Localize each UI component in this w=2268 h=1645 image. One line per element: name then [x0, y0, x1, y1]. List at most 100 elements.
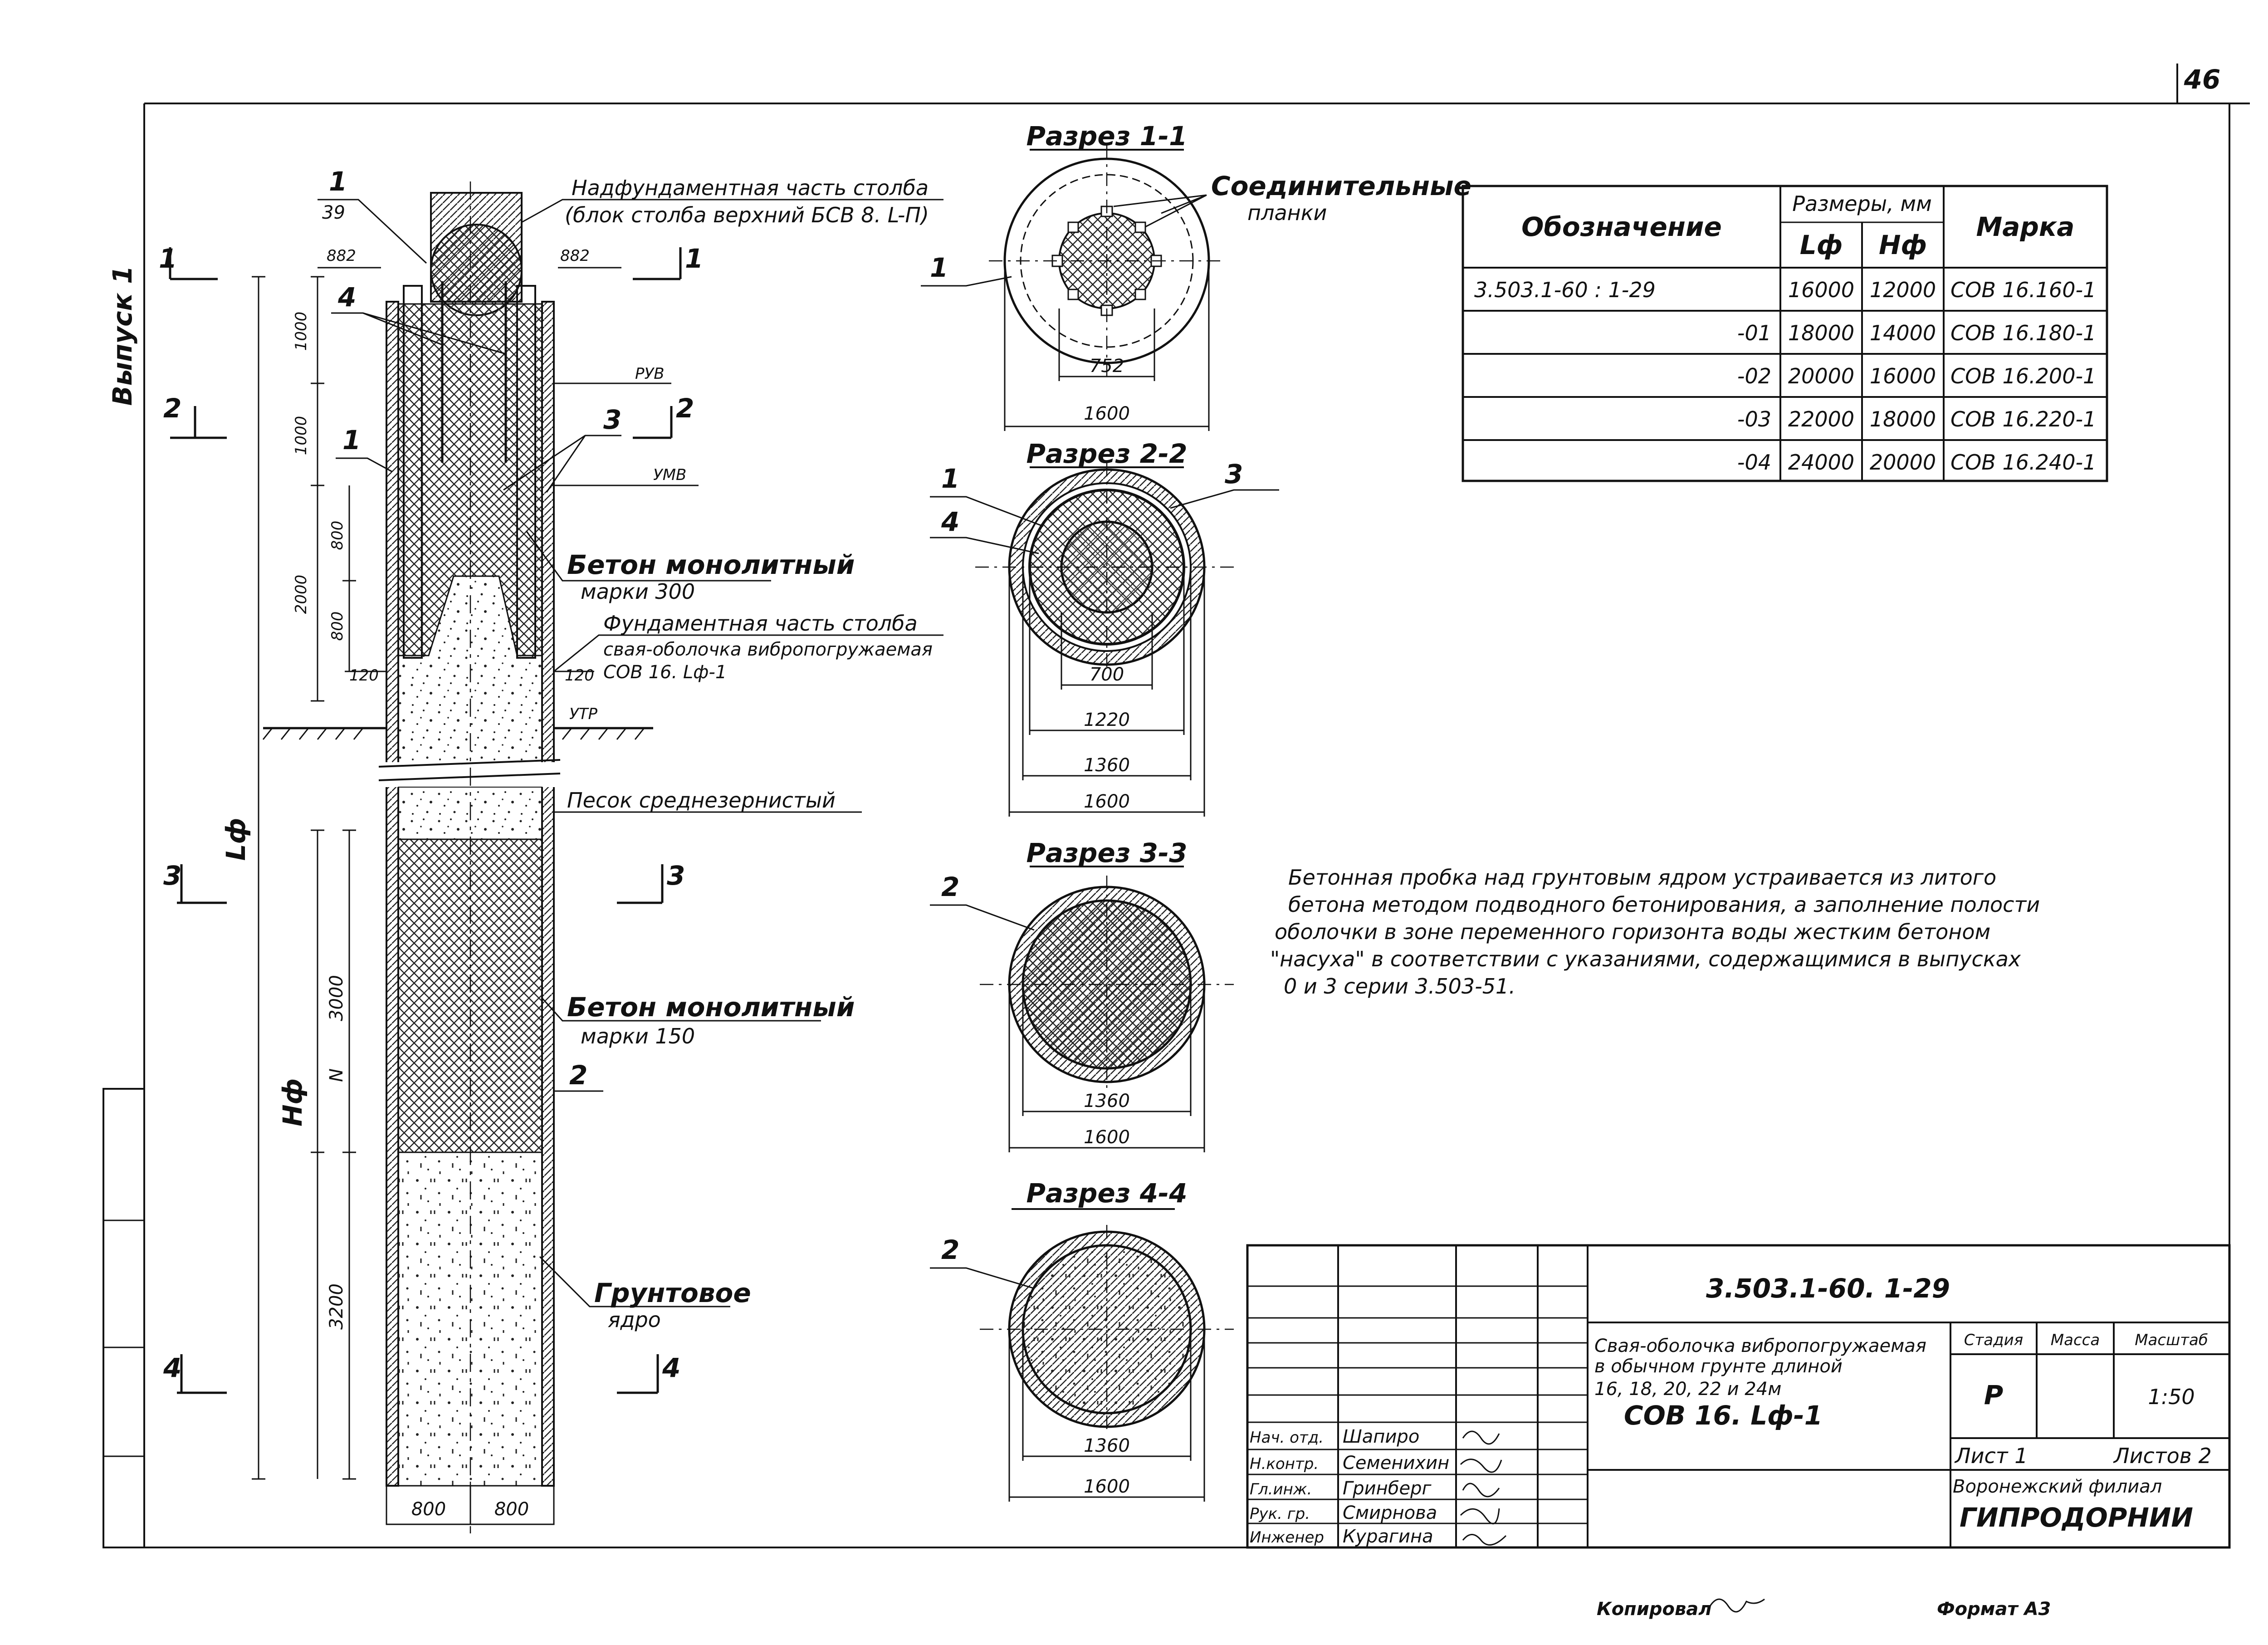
signature-scribbles [1460, 1430, 1507, 1546]
dim-1000-a: 1000 [292, 312, 310, 351]
title-line-3: 16, 18, 20, 22 и 24м [1594, 1379, 1781, 1400]
page-number: 46 [2184, 64, 2221, 95]
footer-format: Формат А3 [1937, 1599, 2051, 1620]
level-utr: УТР [569, 705, 597, 723]
shell-right-wall [541, 301, 555, 1487]
staff-role: Н.контр. [1250, 1455, 1319, 1473]
label-sand: Песок среднезернистый [567, 788, 836, 813]
svg-text:20000: 20000 [1788, 364, 1854, 388]
table-row: -02 20000 16000 СОВ 16.200-1 [1737, 364, 2096, 388]
svg-text:3.503.1-60 : 1-29: 3.503.1-60 : 1-29 [1474, 278, 1656, 302]
stage-label: Стадия [1964, 1331, 2023, 1349]
svg-text:20000: 20000 [1870, 450, 1936, 475]
title-block: 3.503.1-60. 1-29 Свая-оболочка вибропогр… [1246, 1244, 2231, 1549]
label-shell-pile: свая-оболочка вибропогружаемая [603, 639, 933, 660]
svg-text:16000: 16000 [1788, 278, 1854, 302]
note-line: Бетонная пробка над грунтовым ядром устр… [1288, 865, 1996, 890]
section-1-1-dim-outer: 1600 [1084, 403, 1130, 424]
cut-2-left: 2 [163, 393, 181, 424]
pile-elevation: 800 800 УТР РУВ УМВ Lф 1000 1000 2000 80… [159, 166, 943, 1533]
copier-signature [1709, 1598, 1765, 1613]
svg-text:24000: 24000 [1788, 450, 1854, 475]
dim-120-left: 120 [349, 666, 379, 685]
cut-2-right: 2 [676, 393, 694, 424]
svg-text:СОВ 16.240-1: СОВ 16.240-1 [1950, 450, 2096, 475]
svg-text:СОВ 16.200-1: СОВ 16.200-1 [1950, 364, 2096, 388]
note-line: бетона методом подводного бетонирования,… [1288, 892, 2040, 917]
title-line-2: в обычном грунте длиной [1594, 1356, 1843, 1377]
section-1-1-label-2: планки [1247, 201, 1327, 225]
section-4-4-dim-1600: 1600 [1084, 1476, 1130, 1497]
dim-n: N [326, 1068, 347, 1082]
mass-label: Масса [2051, 1331, 2100, 1349]
note-line: оболочки в зоне переменного горизонта во… [1275, 920, 1990, 944]
staff-name: Смирнова [1343, 1503, 1437, 1523]
label-upper-block: (блок столба верхний БСВ 8. L-П) [565, 203, 929, 227]
cut-1-left: 1 [159, 243, 177, 274]
dim-1000-b: 1000 [292, 416, 310, 455]
staff-role: Нач. отд. [1250, 1429, 1324, 1447]
svg-text:22000: 22000 [1788, 407, 1854, 431]
svg-text:18000: 18000 [1788, 321, 1854, 345]
section-2-2-pos-4: 4 [941, 506, 959, 537]
section-1-1-dim-inner: 752 [1090, 356, 1124, 377]
section-2-2: Разрез 2-2 1 4 3 700 1220 1360 1600 [930, 438, 1279, 817]
section-4-4: Разрез 4-4 2 1360 1600 [930, 1178, 1234, 1502]
svg-text:СОВ 16.220-1: СОВ 16.220-1 [1950, 407, 2096, 431]
pos-1: 1 [342, 425, 361, 455]
dim-3000: 3000 [326, 975, 347, 1021]
table-header-sizes: Размеры, мм [1792, 191, 1932, 216]
dim-lf: Lф [220, 818, 251, 861]
table-row: -03 22000 18000 СОВ 16.220-1 [1737, 407, 2096, 431]
section-4-4-title: Разрез 4-4 [1026, 1178, 1188, 1209]
org-line-1: Воронежский филиал [1953, 1476, 2162, 1497]
note-line: 0 и 3 серии 3.503-51. [1284, 974, 1515, 999]
svg-text:-03: -03 [1737, 407, 1771, 431]
scale-label: Масштаб [2135, 1331, 2208, 1349]
stage-value: Р [1984, 1380, 2004, 1410]
section-3-3: Разрез 3-3 2 1360 1600 [930, 837, 1234, 1152]
pos-3: 3 [603, 404, 621, 435]
label-soil-core: Грунтовое [594, 1278, 751, 1308]
label-concrete-300: Бетон монолитный [567, 549, 855, 580]
table-header-lf: Lф [1800, 230, 1843, 260]
section-2-2-pos-3: 3 [1225, 459, 1243, 490]
scale-value: 1:50 [2148, 1385, 2195, 1409]
table-header-hf: Hф [1879, 230, 1927, 260]
cut-4-left: 4 [163, 1352, 181, 1383]
label-concrete-150-grade: марки 150 [581, 1024, 695, 1048]
section-2-2-pos-1: 1 [941, 463, 959, 494]
marks-table: Обозначение Размеры, мм Lф Hф Марка 3.50… [1461, 185, 2108, 482]
staff-name: Курагина [1343, 1526, 1433, 1547]
section-4-4-dim-1360: 1360 [1084, 1435, 1130, 1456]
section-2-2-dim-700: 700 [1090, 664, 1124, 685]
level-umv: УМВ [653, 466, 686, 484]
dim-882-left: 882 [327, 247, 356, 265]
label-concrete-300-grade: марки 300 [581, 579, 695, 604]
section-3-3-title: Разрез 3-3 [1026, 837, 1188, 868]
dim-3200: 3200 [326, 1283, 347, 1330]
svg-text:14000: 14000 [1870, 321, 1936, 345]
table-header-designation: Обозначение [1521, 211, 1722, 242]
svg-text:СОВ 16.160-1: СОВ 16.160-1 [1950, 278, 2096, 302]
issue-label: Выпуск 1 [107, 266, 138, 406]
label-concrete-150: Бетон монолитный [567, 992, 855, 1023]
general-note: Бетонная пробка над грунтовым ядром устр… [1270, 865, 2040, 999]
section-2-2-dim-1600: 1600 [1084, 791, 1130, 812]
table-header-mark: Марка [1976, 211, 2075, 242]
shell-left-wall [386, 301, 399, 1487]
svg-text:16000: 16000 [1870, 364, 1936, 388]
dim-base-left: 800 [411, 1499, 446, 1520]
staff-name: Гринберг [1343, 1478, 1432, 1499]
sheet-label: Лист 1 [1954, 1444, 2028, 1468]
cut-1-right: 1 [685, 243, 703, 274]
level-rvb: РУВ [635, 365, 665, 383]
staff-role: Гл.инж. [1250, 1480, 1312, 1498]
footer: Копировал Формат А3 [1597, 1598, 2051, 1620]
dim-800-a: 800 [328, 521, 347, 550]
section-1-1-label: Соединительные [1211, 171, 1471, 201]
table-row: -01 18000 14000 СОВ 16.180-1 [1737, 321, 2096, 345]
label-shell-mark: СОВ 16. Lф-1 [603, 662, 727, 683]
pos-4: 4 [337, 282, 356, 313]
